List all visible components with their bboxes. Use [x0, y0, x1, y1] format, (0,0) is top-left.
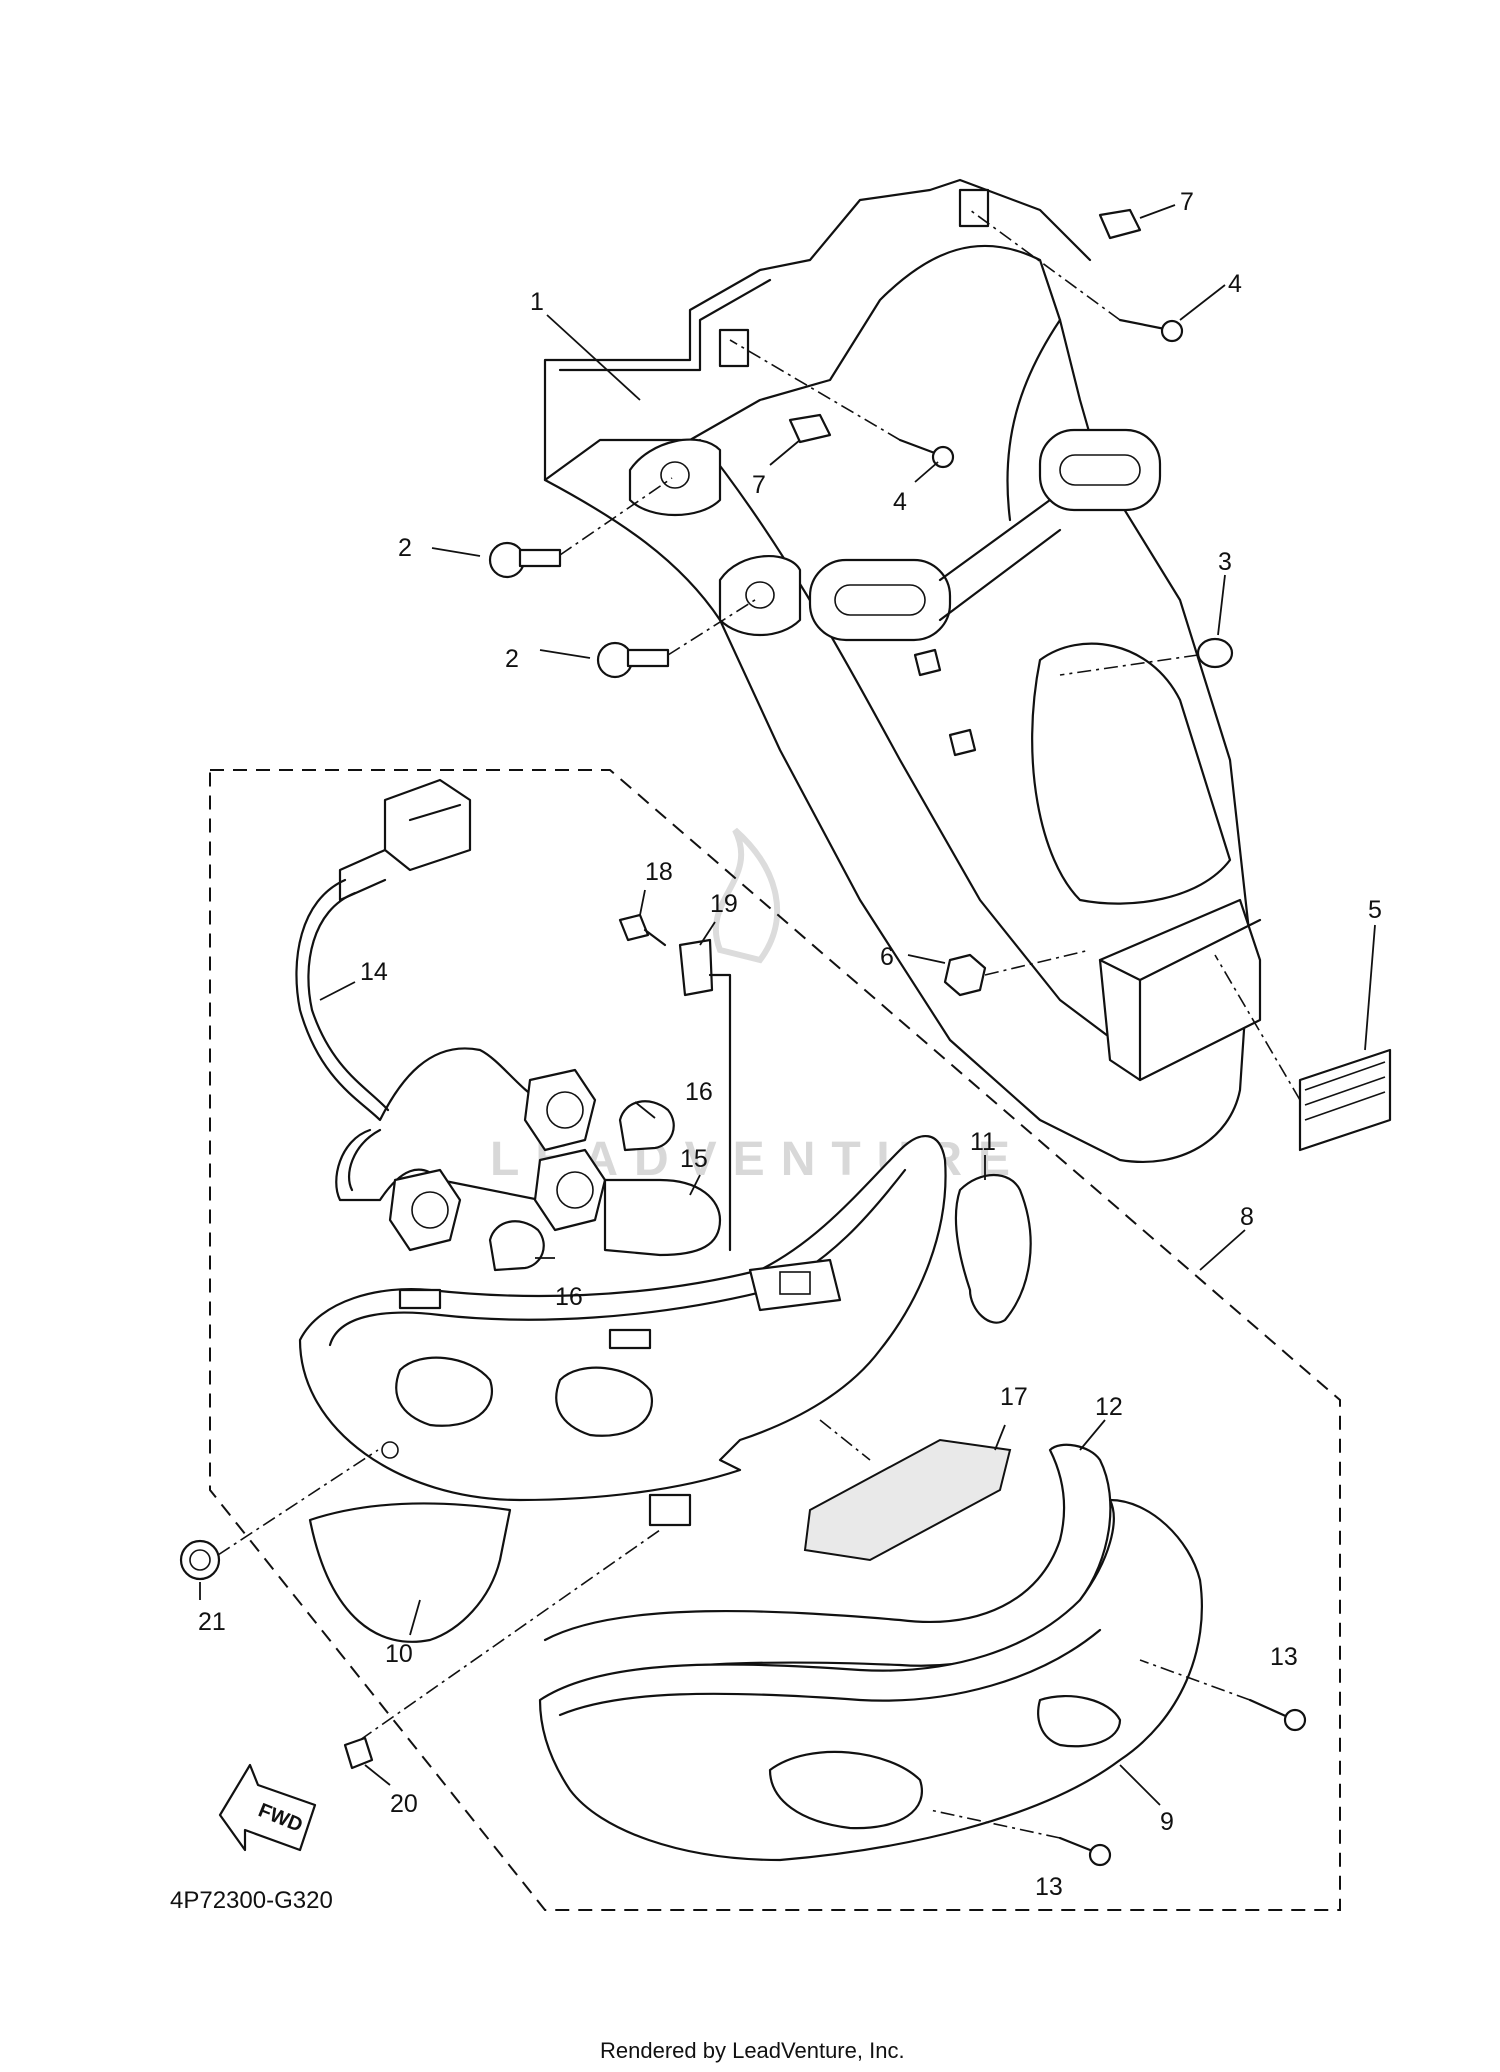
- nut-part-6: [943, 953, 987, 997]
- fwd-arrow: FWD: [218, 1763, 317, 1852]
- render-credit: Rendered by LeadVenture, Inc.: [600, 2038, 905, 2063]
- callout-9: 9: [1160, 1808, 1174, 1836]
- bulb-part-16a: [618, 1100, 675, 1152]
- bolt-part-2b: [596, 641, 670, 679]
- callout-16a: 16: [685, 1078, 713, 1106]
- drawing-code: 4P72300-G320: [170, 1887, 333, 1914]
- clip-part-7b: [788, 413, 832, 444]
- callout-18: 18: [645, 858, 673, 886]
- fasteners-upper: [488, 208, 1234, 997]
- clip-part-20: [343, 1736, 374, 1770]
- plate-part-17: [803, 1438, 1012, 1562]
- screw-part-4a: [1118, 318, 1184, 343]
- screws-part-13: [929, 1659, 1307, 1867]
- callout-13b: 13: [1035, 1873, 1063, 1901]
- bulb-part-16b: [488, 1220, 545, 1272]
- lens-part-10: [308, 1502, 512, 1643]
- callout-7b: 7: [752, 471, 766, 499]
- callout-4a: 4: [1228, 270, 1242, 298]
- callout-2a: 2: [398, 534, 412, 562]
- grommet-part-21: [179, 1539, 221, 1581]
- callout-6: 6: [880, 943, 894, 971]
- callout-7a: 7: [1180, 188, 1194, 216]
- callout-20: 20: [390, 1790, 418, 1818]
- callout-8: 8: [1240, 1203, 1254, 1231]
- bolt-part-2a: [488, 541, 562, 579]
- clip-part-7a: [1098, 208, 1142, 240]
- lens-part-11: [954, 1174, 1032, 1324]
- assembly-8-boundary: [209, 769, 1341, 1911]
- wire-harness-part-14: [295, 778, 607, 1252]
- callout-16b: 16: [555, 1283, 583, 1311]
- callout-10: 10: [385, 1640, 413, 1668]
- callout-1: 1: [530, 288, 544, 316]
- reflector-part-5: [1214, 954, 1392, 1152]
- callout-17: 17: [1000, 1383, 1028, 1411]
- callout-19: 19: [710, 890, 738, 918]
- lens-part-9-cover: [538, 1498, 1203, 1862]
- fasteners-18-19: [618, 913, 732, 1252]
- grommet-part-3: [1196, 637, 1234, 669]
- callout-13a: 13: [1270, 1643, 1298, 1671]
- fasteners-20-21: [179, 1449, 661, 1770]
- callout-14: 14: [360, 958, 388, 986]
- callout-5: 5: [1368, 896, 1382, 924]
- bulbs: [488, 1100, 722, 1272]
- callout-4b: 4: [893, 488, 907, 516]
- callout-labels: 1 2 2 3 4 4 5 6 7 7 8 9 10 11 12 13 13 1…: [198, 188, 1382, 1901]
- bulb-part-15: [603, 1178, 722, 1257]
- callout-12: 12: [1095, 1393, 1123, 1421]
- taillight-body-part-9: [298, 1134, 947, 1527]
- callout-11: 11: [970, 1128, 996, 1156]
- callout-15: 15: [680, 1145, 708, 1173]
- rear-fender: [543, 178, 1262, 1163]
- lenses-10-11: [308, 1174, 1032, 1643]
- leader-lines: [199, 204, 1376, 1806]
- callout-2b: 2: [505, 645, 519, 673]
- callout-3: 3: [1218, 548, 1232, 576]
- callout-21: 21: [198, 1608, 226, 1636]
